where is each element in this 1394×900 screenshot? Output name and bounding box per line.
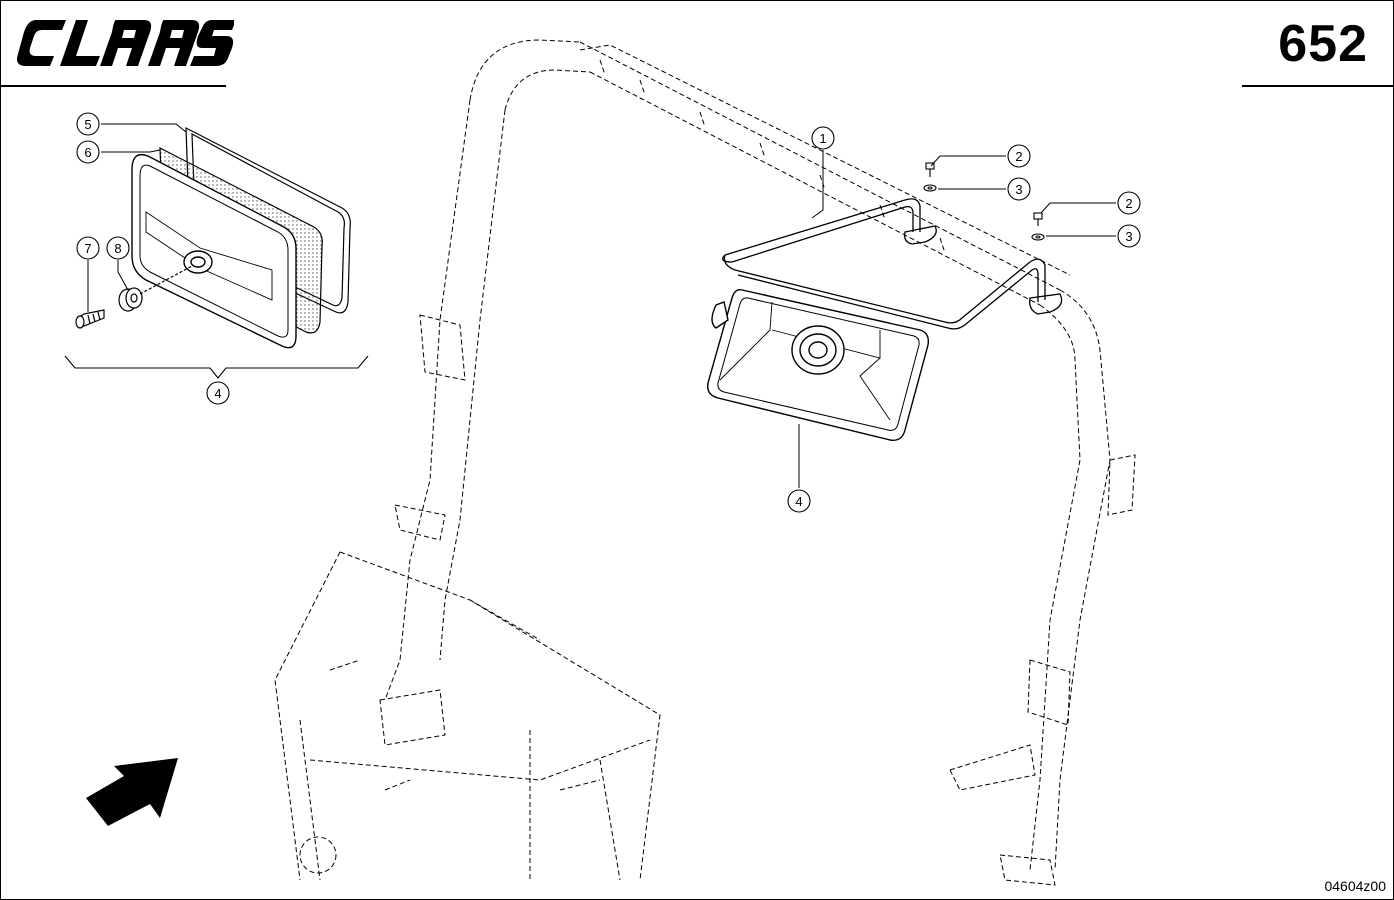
mirror-assembly <box>707 288 930 441</box>
header-rule-right <box>1242 85 1394 87</box>
washer-3a <box>923 184 937 192</box>
drawing-code: 04604z00 <box>1324 878 1386 894</box>
inset-mirror-housing <box>131 153 297 349</box>
callout-2b: 2 <box>1117 191 1141 215</box>
screw-2b <box>1033 212 1043 226</box>
leader-lines <box>87 123 1116 488</box>
callout-5: 5 <box>76 112 100 136</box>
header-rule-left <box>0 85 226 87</box>
screw-2a <box>925 162 935 177</box>
callout-6-label: 6 <box>84 145 91 160</box>
callout-2b-label: 2 <box>1125 196 1132 211</box>
callout-3a: 3 <box>1007 177 1031 201</box>
callout-3b: 3 <box>1117 224 1141 248</box>
callout-5-label: 5 <box>84 117 91 132</box>
inset-nut-8 <box>118 265 193 312</box>
callout-2a-label: 2 <box>1015 149 1022 164</box>
callout-4-inset-label: 4 <box>214 386 221 401</box>
cab-frame <box>274 39 1136 886</box>
callout-7-label: 7 <box>84 241 91 256</box>
inset-group-bracket <box>64 355 369 379</box>
page-number: 652 <box>1278 15 1368 73</box>
callout-7: 7 <box>76 236 100 260</box>
claas-logo <box>17 20 234 66</box>
direction-arrow <box>86 758 178 826</box>
callout-3a-label: 3 <box>1015 182 1022 197</box>
mirror-bracket <box>722 198 1063 330</box>
callout-1-label: 1 <box>819 131 826 146</box>
callout-4-main: 4 <box>787 489 811 513</box>
callout-1: 1 <box>811 126 835 150</box>
callout-8: 8 <box>106 236 130 260</box>
callout-4-inset: 4 <box>206 381 230 405</box>
callout-3b-label: 3 <box>1125 229 1132 244</box>
washer-3b <box>1031 233 1045 241</box>
inset-gasket-frame-5 <box>185 127 351 314</box>
callout-4-main-label: 4 <box>795 494 802 509</box>
callout-6: 6 <box>76 140 100 164</box>
callout-2a: 2 <box>1007 144 1031 168</box>
callout-8-label: 8 <box>114 241 121 256</box>
inset-screw-7 <box>75 309 105 329</box>
